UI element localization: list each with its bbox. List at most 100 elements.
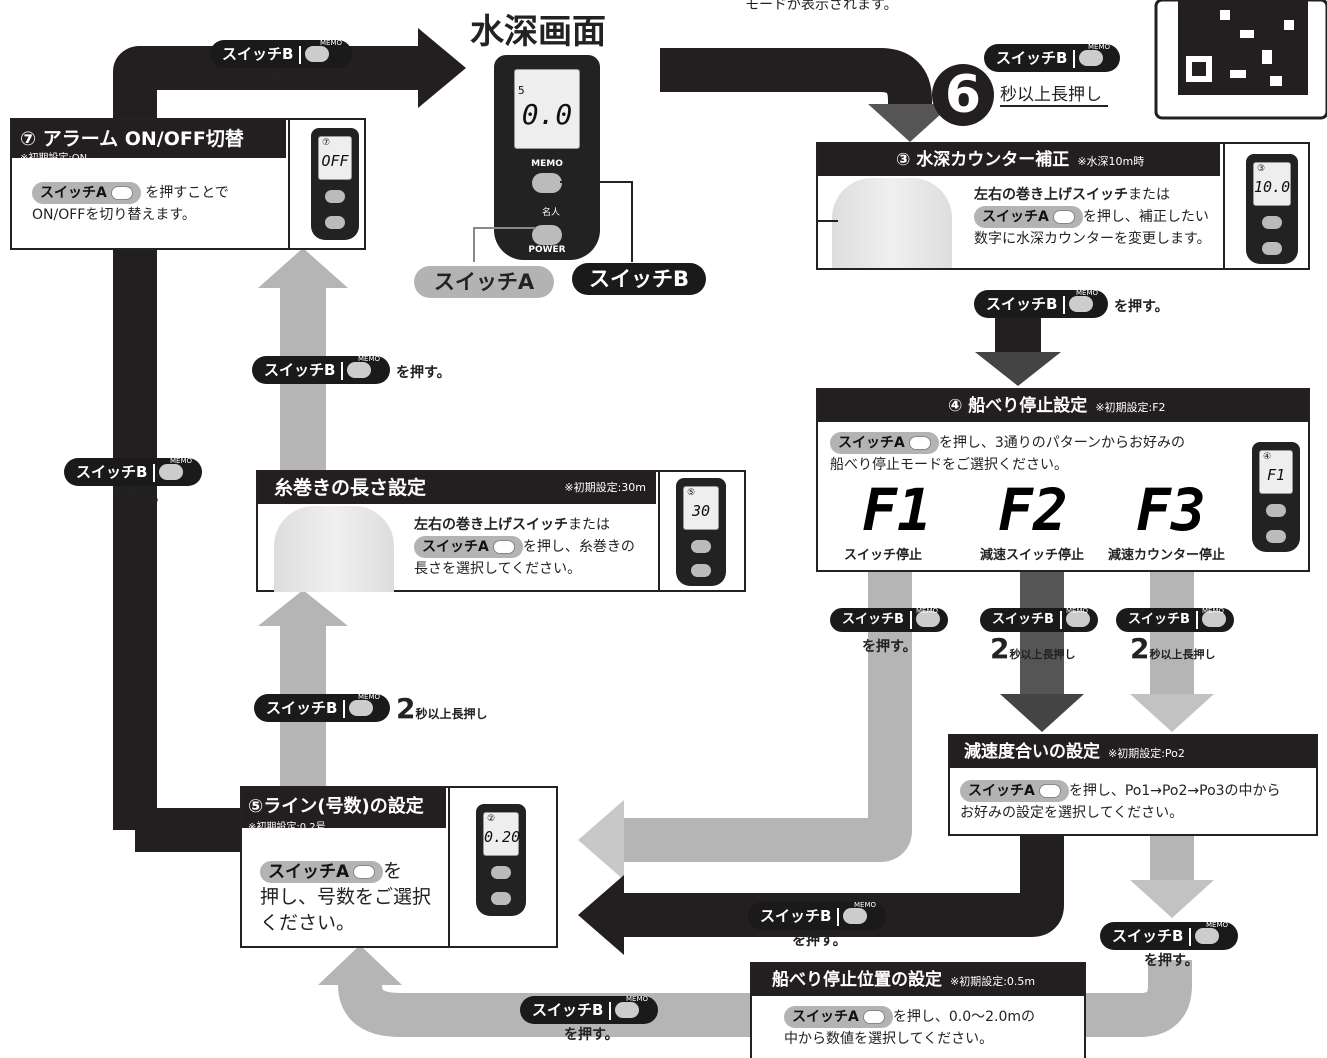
long-press-6-number: 6 [932, 64, 994, 126]
spool-note: ※初期設定:30m [564, 481, 646, 494]
depth-lcd: 10.0 [1254, 178, 1291, 196]
depth-title: ③ 水深カウンター補正 [896, 150, 1070, 170]
decel-title: 減速度合いの設定 [964, 742, 1100, 762]
spool-title: 糸巻きの長さ設定 [274, 477, 427, 499]
boat-stop-note: ※初期設定:F2 [1095, 401, 1166, 414]
press-left: を押す。 [112, 489, 167, 505]
depth-note: ※水深10m時 [1077, 155, 1145, 168]
spool-text3: 長さを選択してください。 [414, 561, 582, 577]
option-f2-label: 減速スイッチ停止 [980, 548, 1085, 563]
option-f1-code: F1 [862, 476, 932, 544]
line-text3: ください。 [260, 912, 356, 934]
main-device: 5 0.0 MEMO 名人 POWER [494, 55, 600, 260]
switch-a-button[interactable] [532, 225, 562, 245]
spool-reel-illustration-icon [274, 506, 394, 592]
arrowhead-to-alarm [258, 248, 348, 288]
press-decel: を押す。 [792, 933, 847, 949]
reel-illustration-icon [832, 178, 952, 268]
press-top: を押す。 [256, 73, 311, 89]
arrowhead-to-spool [258, 590, 348, 626]
spool-bold: 左右の巻き上げスイッチ [414, 517, 568, 533]
arrowhead-to-boat-stop [975, 352, 1061, 386]
line-title: ⑤ライン(号数)の設定 [248, 796, 424, 817]
line-text2: 押し、号数をご選択 [260, 886, 432, 908]
press-decel-right: を押す。 [1144, 953, 1199, 969]
decel-text2: お好みの設定を選択してください。 [960, 805, 1184, 821]
main-lcd-value: 0.0 [521, 98, 573, 131]
alarm-text2: ON/OFFを切り替えます。 [32, 207, 196, 223]
boat-stop-text2: 船べり停止モードをご選択ください。 [830, 457, 1068, 473]
depth-text1: または [1128, 187, 1170, 203]
boat-stop-text1: を押し、3通りのパターンからお好みの [938, 435, 1186, 451]
spool-lcd: 30 [691, 502, 711, 520]
depth-text2: を押し、補正したい [1082, 209, 1209, 225]
alarm-title: ⑦ アラーム ON/OFF切替 [20, 128, 244, 150]
switch-b-button[interactable] [532, 173, 562, 193]
spool-text2: を押し、糸巻きの [522, 539, 635, 555]
press-f1: を押す。 [862, 639, 917, 655]
alarm-note: ※初期設定:ON [20, 153, 88, 164]
option-f3-label: 減速カウンター停止 [1108, 548, 1226, 563]
option-f1-label: スイッチ停止 [844, 548, 923, 563]
decel-chip-switch-a: スイッチA [960, 780, 1069, 802]
press-depth: を押す。 [1114, 299, 1169, 315]
arrowhead-to-screen [418, 28, 466, 108]
page-title: 水深画面 [470, 12, 606, 52]
stop-pos-text1: を押し、0.0〜2.0mの [892, 1009, 1036, 1025]
main-lcd-small: 5 [518, 84, 525, 97]
arrowhead-to-depth-correction [868, 104, 952, 142]
stop-pos-text2: 中から数値を選択してください。 [784, 1031, 994, 1047]
boat-stop-title: ④ 船べり停止設定 [948, 396, 1088, 416]
line-chip-switch-a: スイッチA [260, 861, 384, 883]
depth-bold: 左右の巻き上げスイッチ [974, 187, 1128, 203]
switch-a-label: スイッチA [414, 266, 554, 298]
alarm-text1: を押すことで [145, 185, 229, 201]
main-meijin-label: 名人 [542, 208, 561, 218]
spool-chip-switch-a: スイッチA [414, 536, 523, 558]
spool-text1: または [568, 517, 610, 533]
top-note: モードが表示されます。 [745, 0, 898, 13]
decel-note: ※初期設定:Po2 [1108, 747, 1185, 760]
stop-pos-title: 船べり停止位置の設定 [772, 970, 942, 990]
depth-chip-switch-a: スイッチA [974, 206, 1083, 228]
main-power-label: POWER [528, 245, 566, 255]
boat-stop-lcd: F1 [1266, 466, 1286, 484]
long-press-2-f2: 2秒以上長押し [990, 632, 1076, 665]
long-press-6-text: 秒以上長押し [1000, 80, 1108, 107]
long-press-2-line: 2秒以上長押し [396, 692, 488, 725]
decel-text1: を押し、Po1→Po2→Po3の中から [1068, 783, 1281, 799]
line-lcd: 0.20 [484, 828, 521, 846]
arrow-alarm-to-depth-screen [113, 46, 422, 160]
long-press-2-f3: 2秒以上長押し [1130, 632, 1216, 665]
depth-text3: 数字に水深カウンターを変更します。 [974, 231, 1211, 247]
line-text1: を [383, 860, 403, 882]
press-bottom: を押す。 [564, 1027, 619, 1043]
press-spool: を押す。 [396, 365, 451, 381]
stop-pos-note: ※初期設定:0.5m [950, 975, 1036, 988]
line-note: ※初期設定:0.2号 [248, 822, 326, 833]
alarm-chip-switch-a: スイッチA [32, 182, 141, 204]
stop-pos-chip-switch-a: スイッチA [784, 1006, 893, 1028]
alarm-lcd: OFF [321, 152, 349, 170]
